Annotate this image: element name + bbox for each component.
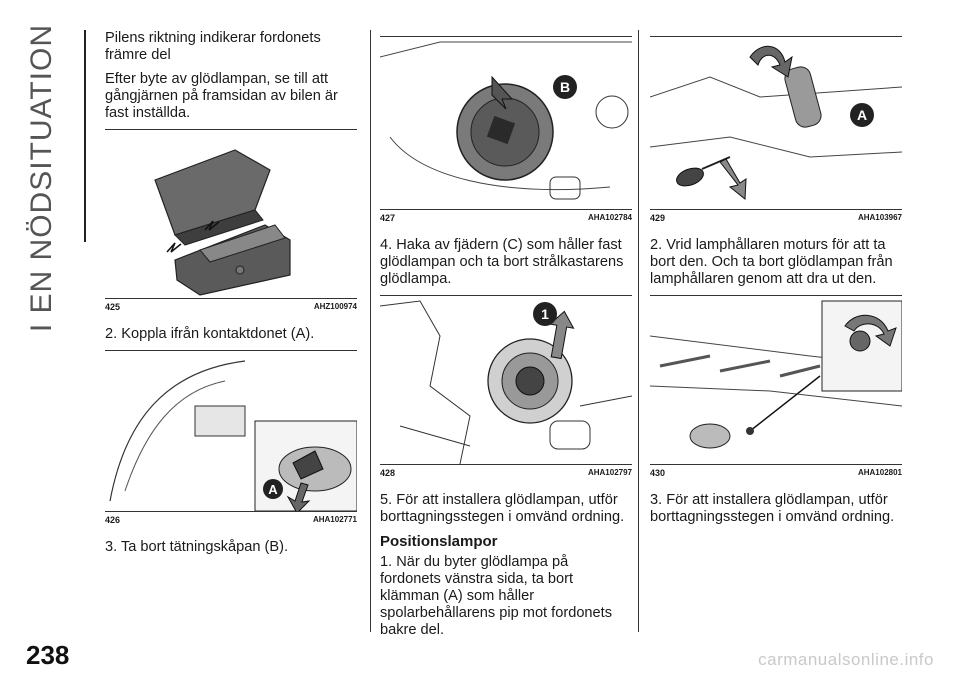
- figure-428-callout: 1: [541, 306, 549, 322]
- step-disconnect-connector: 2. Koppla ifrån kontaktdonet (A).: [105, 326, 315, 342]
- figure-425: 425 AHZ100974: [105, 129, 357, 316]
- figure-425-illustration: [105, 130, 357, 298]
- column-3: A 429 AHA103967 2. Vrid lamphållaren mot…: [650, 30, 902, 533]
- figure-number: 430: [650, 468, 666, 478]
- figure-number: 429: [650, 213, 666, 223]
- figure-code: AHA102801: [857, 468, 902, 477]
- figure-number: 428: [380, 468, 396, 478]
- figure-430-caption: 430 AHA102801: [650, 464, 902, 482]
- section-title: I EN NÖDSITUATION: [25, 24, 58, 333]
- figure-428-illustration: 1: [380, 296, 632, 464]
- figure-426-caption: 426 AHA102771: [105, 511, 357, 529]
- column-divider-2: [638, 30, 639, 632]
- section-title-vertical: I EN NÖDSITUATION: [22, 24, 62, 332]
- step-turn-lamp-holder: 2. Vrid lamphållaren moturs för att ta b…: [650, 237, 893, 287]
- step-install-reverse-2: 3. För att installera glödlampan, utför …: [650, 492, 895, 525]
- figure-427: B 427 AHA102784: [380, 36, 632, 227]
- figure-428-caption: 428 AHA102797: [380, 464, 632, 482]
- figure-number: 425: [105, 302, 121, 312]
- section-heading-position-lamps: Positionslampor: [380, 533, 498, 550]
- column-1: Pilens riktning indikerar fordonets främ…: [105, 30, 357, 563]
- step-remove-clip: 1. När du byter glödlampa på fordonets v…: [380, 554, 613, 638]
- figure-426: A 426 AHA102771: [105, 350, 357, 529]
- figure-code: AHA103967: [857, 213, 902, 222]
- figure-429-caption: 429 AHA103967: [650, 209, 902, 227]
- figure-425-caption: 425 AHZ100974: [105, 298, 357, 316]
- step-install-reverse: 5. För att installera glödlampan, utför …: [380, 492, 625, 525]
- figure-429: A 429 AHA103967: [650, 36, 902, 227]
- figure-426-illustration: A: [105, 351, 357, 511]
- figure-427-illustration: B: [380, 37, 632, 209]
- step-unhook-spring: 4. Haka av fjädern (C) som håller fast g…: [380, 237, 624, 287]
- figure-number: 427: [380, 213, 396, 223]
- figure-number: 426: [105, 515, 121, 525]
- figure-code: AHA102784: [587, 213, 632, 222]
- paragraph-hinges: Efter byte av glödlampan, se till att gå…: [105, 71, 338, 121]
- step-remove-seal-cover: 3. Ta bort tätningskåpan (B).: [105, 539, 289, 555]
- figure-430-illustration: [650, 296, 902, 464]
- figure-430: 430 AHA102801: [650, 295, 902, 482]
- figure-426-callout: A: [268, 482, 278, 497]
- watermark: carmanualsonline.info: [758, 650, 934, 669]
- figure-429-illustration: A: [650, 37, 902, 209]
- figure-428: 1 428 AHA102797: [380, 295, 632, 482]
- section-divider: [84, 30, 86, 242]
- figure-code: AHZ100974: [313, 302, 357, 311]
- column-2: B 427 AHA102784 4. Haka av fjädern (C) s…: [380, 30, 632, 646]
- figure-code: AHA102771: [312, 515, 357, 524]
- figure-427-caption: 427 AHA102784: [380, 209, 632, 227]
- column-divider-1: [370, 30, 371, 632]
- figure-code: AHA102797: [587, 468, 632, 477]
- page-number: 238: [26, 640, 70, 670]
- paragraph-arrow-direction: Pilens riktning indikerar fordonets främ…: [105, 30, 321, 63]
- figure-429-callout: A: [857, 107, 867, 123]
- figure-427-callout: B: [560, 79, 570, 95]
